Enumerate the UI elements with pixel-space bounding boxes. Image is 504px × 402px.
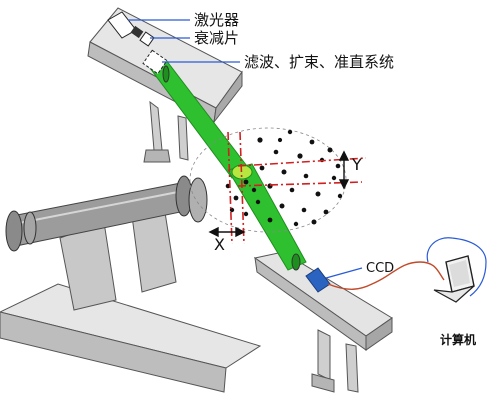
- lens-icon: [142, 49, 170, 83]
- label-y-axis: Y: [351, 155, 362, 174]
- label-laser: 激光器: [194, 11, 239, 29]
- label-x-axis: X: [214, 235, 225, 254]
- pipe-test-section: [0, 175, 262, 393]
- x-axis-arrow: [208, 226, 246, 238]
- label-ccd: CCD: [366, 261, 394, 276]
- y-axis-arrow: [338, 150, 350, 190]
- computer-cable: [426, 237, 487, 297]
- label-optics-system: 滤波、扩束、准直系统: [244, 53, 394, 71]
- ccd-camera-icon: [291, 253, 331, 293]
- callout-lines: [128, 19, 363, 279]
- laser-icon: [107, 11, 144, 39]
- label-computer: 计算机: [440, 332, 476, 347]
- laptop-icon: [433, 255, 475, 303]
- label-attenuator: 衰减片: [194, 29, 239, 47]
- data-cable: [327, 261, 445, 290]
- lower-optical-bench: [253, 251, 393, 393]
- attenuator-icon: [139, 31, 155, 47]
